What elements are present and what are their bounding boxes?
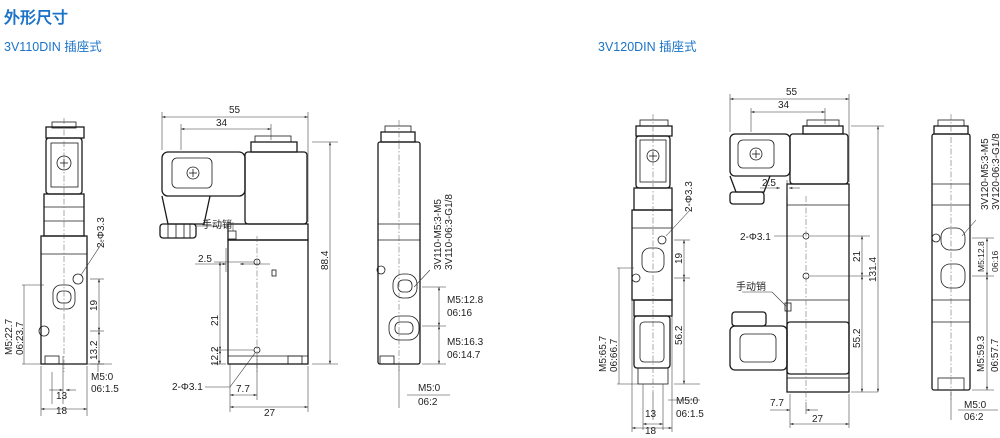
v110-side-dim-55: 55 xyxy=(229,105,241,116)
v120-end-g-a: 06:16 xyxy=(990,250,1000,272)
v120-front-dim-19: 19 xyxy=(674,252,685,264)
v120-end-model-g18: 3V120-06:3-G1/8 xyxy=(991,133,1000,210)
v110-side-dim-2-5: 2.5 xyxy=(198,254,212,265)
v110-front-holes-dim: 2-Φ3.3 xyxy=(96,217,107,248)
v120-side-dim-2-5: 2.5 xyxy=(762,178,776,189)
v120-side-view xyxy=(729,94,884,428)
v120-end-model-m5: 3V120-M5:3-M5 xyxy=(980,138,991,210)
v120-front-dim-56-2: 56.2 xyxy=(674,325,685,345)
v110-end-m5-c: M5:0 xyxy=(418,383,441,394)
v120-side-dim-34: 34 xyxy=(778,100,790,111)
subtitle-3v120: 3V120DIN 插座式 xyxy=(598,40,697,54)
v120-front-dim-18: 18 xyxy=(645,426,657,437)
v120-front-g-total: 06:66.7 xyxy=(609,338,620,372)
v120-front-dim-13: 13 xyxy=(645,409,657,420)
v110-side-dim-88-4: 88.4 xyxy=(320,250,331,270)
v110-side-dim-27: 27 xyxy=(264,408,276,419)
v110-end-g-b: 06:14.7 xyxy=(447,350,481,361)
v110-front-dim-13: 13 xyxy=(56,391,68,402)
subtitle-3v110: 3V110DIN 插座式 xyxy=(4,40,102,54)
v110-side-dim-7-7: 7.7 xyxy=(236,384,250,395)
v110-end-view xyxy=(376,120,450,408)
v110-side-holes-dim: 2-Φ3.1 xyxy=(172,382,203,393)
v120-front-holes-dim: 2-Φ3.3 xyxy=(684,181,695,212)
v120-side-dim-131-4: 131.4 xyxy=(868,257,879,282)
v110-side-dim-34: 34 xyxy=(216,118,228,129)
v120-end-g-c: 06:2 xyxy=(964,412,984,423)
v120-front-g-bottom: 06:1.5 xyxy=(676,409,704,420)
v110-end-g-a: 06:16 xyxy=(447,308,472,319)
v110-side-dim-12-2: 12.2 xyxy=(210,346,221,366)
v120-end-m5-b: M5:59.3 xyxy=(976,335,987,372)
v120-side-dim-27: 27 xyxy=(812,414,824,425)
v120-end-m5-a: M5:12.8 xyxy=(976,241,986,272)
page-title: 外形尺寸 xyxy=(4,10,69,27)
v120-end-m5-c: M5:0 xyxy=(964,400,987,411)
v110-front-m5-total: M5:22.7 xyxy=(4,318,15,355)
v120-side-dim-55: 55 xyxy=(786,87,798,98)
v110-front-g-total: 06:23.7 xyxy=(15,321,26,355)
v110-front-dim-13-2: 13.2 xyxy=(89,340,100,360)
v120-front-view xyxy=(617,114,700,432)
v110-end-model-m5: 3V110-M5:3-M5 xyxy=(433,199,444,270)
v110-end-model-g18: 3V110-06:3-G1/8 xyxy=(444,194,455,270)
v120-side-dim-21: 21 xyxy=(852,250,863,262)
v120-end-view xyxy=(931,114,998,420)
v120-end-g-b: 06:57.7 xyxy=(990,338,1000,372)
v110-side-manual-pin: 手动销 xyxy=(202,218,232,231)
v120-side-manual-pin: 手动销 xyxy=(736,280,766,293)
v110-front-m5-bottom: M5:0 xyxy=(91,372,114,383)
v110-front-view xyxy=(22,118,112,416)
v110-side-view xyxy=(159,112,338,412)
v120-front-m5-bottom: M5:0 xyxy=(676,396,699,407)
v110-end-m5-a: M5:12.8 xyxy=(447,295,484,306)
v110-side-dim-21: 21 xyxy=(210,314,221,326)
v110-front-dim-19: 19 xyxy=(89,299,100,311)
v120-side-dim-55-2: 55.2 xyxy=(852,328,863,348)
v110-front-g-bottom: 06:1.5 xyxy=(91,384,119,395)
v110-end-m5-b: M5:16.3 xyxy=(447,337,484,348)
v110-end-g-c: 06:2 xyxy=(418,397,438,408)
v110-front-dim-18: 18 xyxy=(56,406,68,417)
v120-side-dim-7-7: 7.7 xyxy=(770,398,784,409)
v120-front-m5-total: M5:65.7 xyxy=(598,335,609,372)
v120-side-holes-dim: 2-Φ3.1 xyxy=(740,232,771,243)
